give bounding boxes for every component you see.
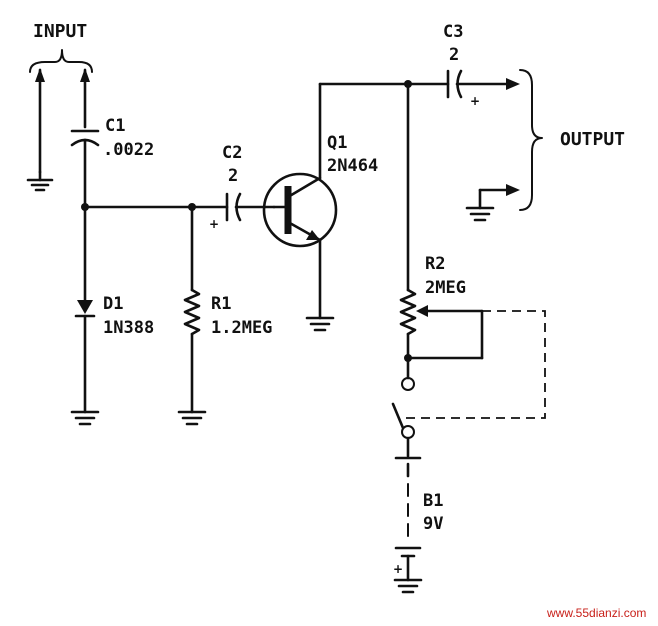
capacitor-c3: [446, 69, 520, 99]
potentiometer-r2: [399, 288, 484, 362]
r2-ref: R2: [425, 254, 445, 274]
ground-symbol-input: [26, 170, 54, 192]
c1-ref: C1: [105, 116, 125, 136]
resistor-r1: [183, 205, 201, 414]
diode-d1: [74, 205, 96, 414]
d1-value: 1N388: [103, 318, 154, 338]
ground-symbol-r1: [177, 410, 207, 426]
capacitor-c1: [70, 129, 100, 209]
c2-value: 2: [228, 166, 238, 186]
c3-polarity: +: [470, 94, 480, 108]
b1-ref: B1: [423, 491, 443, 511]
c3-value: 2: [449, 45, 459, 65]
c2-ref: C2: [222, 143, 242, 163]
battery-b1: [394, 456, 422, 582]
ground-symbol-q1: [305, 316, 335, 332]
c1-value: .0022: [103, 140, 154, 160]
input-terminal: [29, 49, 93, 174]
r1-ref: R1: [211, 294, 231, 314]
output-label: OUTPUT: [560, 129, 625, 150]
b1-polarity: +: [393, 562, 403, 576]
ground-symbol-output: [465, 206, 495, 222]
input-label: INPUT: [33, 21, 87, 42]
r2-value: 2MEG: [425, 278, 466, 298]
power-switch: [391, 356, 415, 458]
capacitor-c2: [190, 192, 276, 222]
ground-symbol-battery: [393, 578, 423, 594]
d1-ref: D1: [103, 294, 123, 314]
q1-value: 2N464: [327, 156, 378, 176]
ground-symbol-d1: [70, 410, 100, 426]
q1-ref: Q1: [327, 133, 347, 153]
c3-ref: C3: [443, 22, 463, 42]
watermark-text: www.55dianzi.com: [546, 606, 646, 620]
c2-polarity: +: [209, 217, 219, 231]
transistor-q1: [262, 82, 338, 320]
output-terminal: [478, 69, 543, 211]
mechanical-link: [405, 310, 546, 419]
r1-value: 1.2MEG: [211, 318, 272, 338]
b1-value: 9V: [423, 514, 443, 534]
